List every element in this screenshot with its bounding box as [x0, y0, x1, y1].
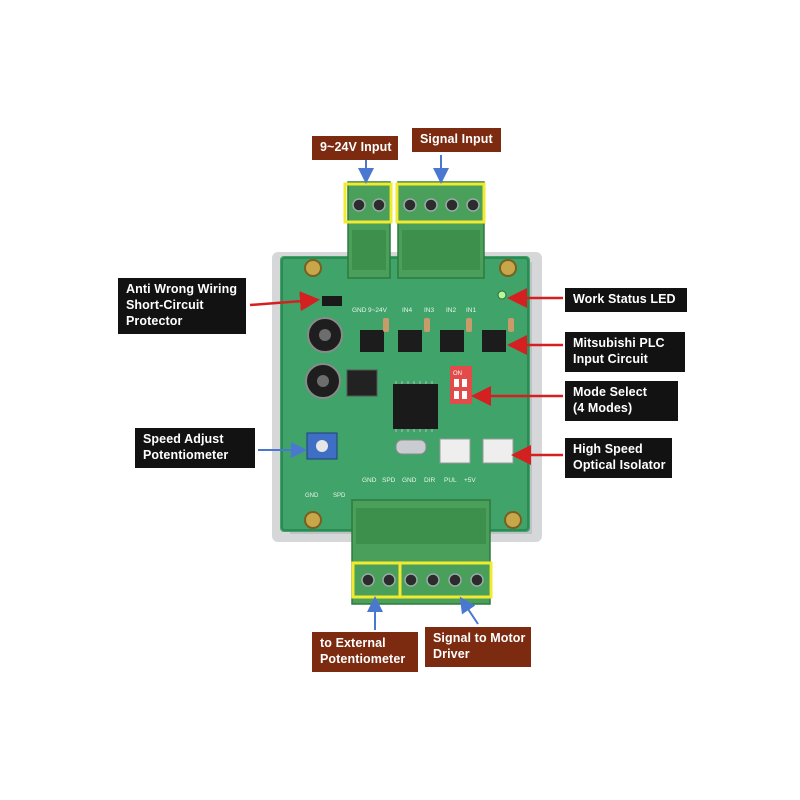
screw-icon: [304, 511, 322, 529]
arrow-motor: [459, 596, 479, 625]
screw-terminal-icon: [448, 573, 462, 587]
optocoupler: [482, 438, 514, 464]
pin-label: +5V: [464, 477, 476, 484]
label-text: 9~24V Input: [320, 140, 392, 154]
highlight-power-terminal: [343, 182, 393, 224]
screw-terminal-icon: [445, 198, 459, 212]
screw-terminal-icon: [404, 573, 418, 587]
blue-arrows: [258, 155, 479, 630]
highlight-motor-terminal: [398, 561, 493, 599]
highlight-signal-terminal: [395, 182, 486, 224]
label-text: High Speed: [573, 442, 643, 456]
pot-label: SPD: [333, 493, 346, 499]
chip-pins: [395, 381, 433, 432]
label-text: Input Circuit: [573, 352, 648, 366]
label-optical-isolator: High Speed Optical Isolator: [565, 438, 672, 478]
screw-terminal-icon: [352, 198, 366, 212]
pin-label: 9~24V: [368, 307, 388, 314]
dip-switch-label: ON: [453, 371, 462, 377]
label-text: Work Status LED: [573, 292, 676, 306]
pot-label: GND: [305, 493, 319, 499]
label-power-input: 9~24V Input: [312, 136, 398, 160]
resistor-row: [383, 318, 514, 332]
plc-input-chips: [360, 330, 506, 352]
screw-terminal-icon: [372, 198, 386, 212]
arrow-anti-wrong: [249, 291, 320, 312]
top-pin-labels: GND 9~24V IN4 IN3 IN2 IN1: [352, 307, 477, 314]
pin-label: IN4: [402, 307, 413, 314]
label-text: Driver: [433, 647, 470, 661]
label-external-potentiometer: to External Potentiometer: [312, 632, 418, 672]
label-text: Signal Input: [420, 132, 493, 146]
label-text: Anti Wrong Wiring: [126, 282, 238, 296]
microcontroller-chip: [393, 384, 438, 429]
potentiometer-knob-icon: [316, 440, 328, 452]
top-terminal-signal: [397, 181, 485, 279]
label-text: Mode Select: [573, 385, 648, 399]
bottom-pin-labels: GND SPD GND DIR PUL +5V: [362, 477, 476, 484]
label-signal-input: Signal Input: [412, 128, 501, 152]
label-text: Potentiometer: [143, 448, 229, 462]
screw-terminal-icon: [470, 573, 484, 587]
bottom-terminal-block: [351, 499, 491, 605]
label-text: Potentiometer: [320, 652, 406, 666]
label-text: to External: [320, 636, 386, 650]
voltage-regulator: [346, 369, 378, 397]
pin-label: SPD: [382, 477, 396, 484]
screw-terminal-icon: [382, 573, 396, 587]
label-mode-select: Mode Select (4 Modes): [565, 381, 678, 421]
label-speed-adjust: Speed Adjust Potentiometer: [135, 428, 255, 468]
red-arrows: [249, 288, 563, 465]
optocoupler: [439, 438, 471, 464]
screw-terminal-icon: [466, 198, 480, 212]
screw-terminal-icon: [361, 573, 375, 587]
label-text: Signal to Motor: [433, 631, 526, 645]
screw-icon: [504, 511, 522, 529]
fuse-protector: [322, 296, 342, 306]
screw-icon: [304, 259, 322, 277]
top-terminal-power: [347, 181, 391, 279]
capacitor-group: [305, 317, 343, 399]
mounting-screw-group: [304, 259, 522, 529]
label-text: (4 Modes): [573, 401, 633, 415]
pin-label: IN1: [466, 307, 477, 314]
pin-label: DIR: [424, 477, 436, 484]
pin-label: IN3: [424, 307, 435, 314]
label-text: Speed Adjust: [143, 432, 224, 446]
pin-label: IN2: [446, 307, 457, 314]
label-text: Protector: [126, 314, 183, 328]
status-led-icon: [497, 290, 507, 300]
label-plc-input-circuit: Mitsubishi PLC Input Circuit: [565, 332, 685, 372]
pin-label: PUL: [444, 477, 457, 484]
label-text: Short-Circuit: [126, 298, 204, 312]
label-work-status-led: Work Status LED: [565, 288, 687, 312]
screw-terminal-icon: [403, 198, 417, 212]
crystal-oscillator: [395, 439, 427, 455]
screw-icon: [499, 259, 517, 277]
pin-label: GND: [352, 307, 367, 314]
pin-label: GND: [362, 477, 377, 484]
screw-terminal-icon: [424, 198, 438, 212]
label-signal-to-motor: Signal to Motor Driver: [425, 627, 531, 667]
label-text: Mitsubishi PLC: [573, 336, 665, 350]
screw-terminal-icon: [426, 573, 440, 587]
pin-label: GND: [402, 477, 417, 484]
label-text: Optical Isolator: [573, 458, 666, 472]
label-anti-wrong-wiring: Anti Wrong Wiring Short-Circuit Protecto…: [118, 278, 246, 334]
